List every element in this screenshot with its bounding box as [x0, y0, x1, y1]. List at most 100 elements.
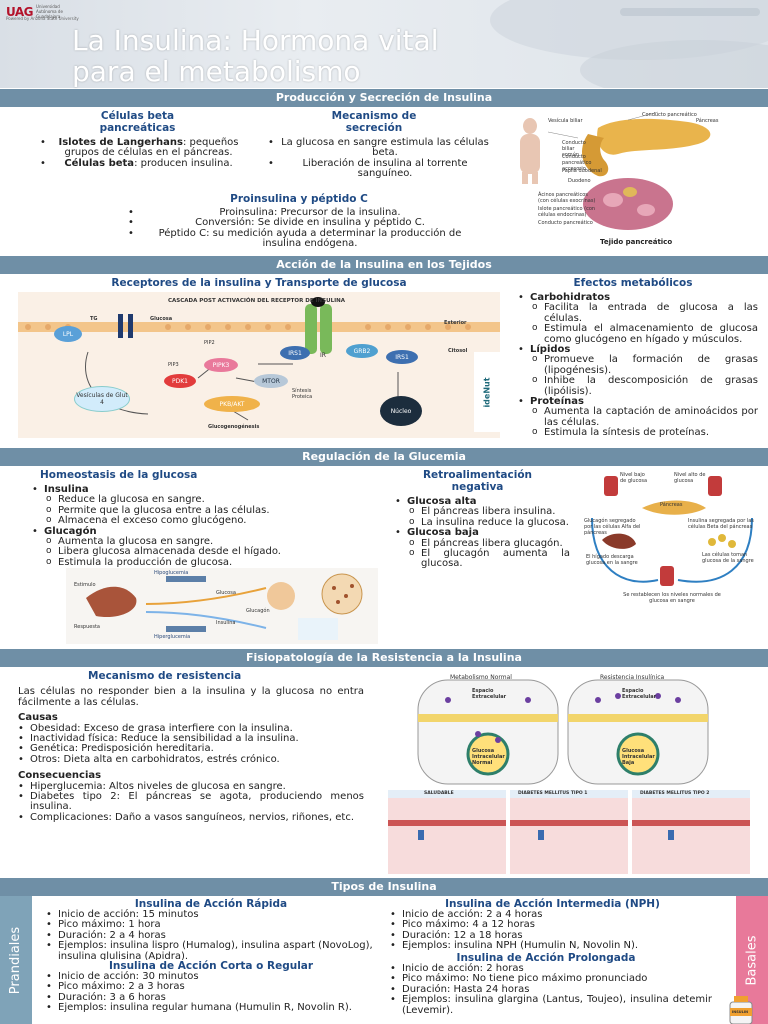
- regular-title: Insulina de Acción Corta o Regular: [108, 960, 314, 972]
- list-item: Almacena el exceso como glucógeno.: [22, 515, 372, 526]
- homeostasis-list: Insulina Reduce la glucosa en sangre. Pe…: [22, 484, 372, 569]
- label-type1: DIABETES MELLITUS TIPO 1: [518, 791, 588, 796]
- feedback-cycle-figure: Nivel bajo de glucosa Nivel alto de gluc…: [582, 468, 762, 610]
- logo-text: Universidad Autónoma de Guadalajara: [36, 4, 63, 19]
- list-item: Duración: 12 a 18 horas: [380, 930, 725, 942]
- list-item: Pico máximo: 2 a 3 horas: [36, 981, 386, 993]
- homeostasis-block: Homeostasis de la glucosa Insulina Reduc…: [22, 469, 372, 569]
- rapid-title: Insulina de Acción Rápida: [134, 898, 288, 910]
- section-band-resistance: Fisiopatología de la Resistencia a la In…: [0, 649, 768, 667]
- sub-list: Aumenta la glucosa en sangre. Libera glu…: [22, 536, 372, 568]
- header-background-graphic: [490, 0, 768, 88]
- label-beta-insulin: Insulina segregada por las células Beta …: [688, 518, 754, 530]
- long-acting-list: Inicio de acción: 2 horas Pico máximo: N…: [380, 963, 712, 1016]
- list-item: Obesidad: Exceso de grasa interfiere con…: [18, 723, 364, 735]
- item-text: : producen insulina.: [134, 157, 233, 169]
- fb-title-l2: negativa: [451, 481, 504, 493]
- list-item: Diabetes tipo 2: El páncreas se agota, p…: [18, 791, 364, 813]
- causes-list: Obesidad: Exceso de grasa interfiere con…: [18, 723, 364, 766]
- list-item: Aumenta la captación de aminoácidos por …: [508, 406, 758, 428]
- receptor-block: Receptores de la insulina y Transporte d…: [18, 277, 500, 441]
- prandial-side-tag: Prandiales: [0, 896, 32, 1024]
- insulin-vial-figure: INSULIN: [722, 996, 762, 1024]
- pancreas-illustration: [520, 111, 711, 230]
- item-text: : pequeños grupos de células en el páncr…: [64, 137, 239, 159]
- insulin-cascade-diagram: CASCADA POST ACTIVACIÓN DEL RECEPTOR DE …: [18, 292, 500, 438]
- beta-title-l1: Células beta: [100, 110, 175, 122]
- label-extracellular-1: Espacio Extracelular: [472, 688, 507, 700]
- resistance-graphic: [388, 679, 750, 874]
- resistance-intro: Las células no responder bien a la insul…: [18, 686, 364, 708]
- label-duct-2: Conducto pancreático: [538, 220, 593, 226]
- sub-list: El páncreas libera insulina. La insulina…: [385, 506, 570, 528]
- sec-title-l2: secreción: [345, 122, 403, 134]
- label-cells-uptake: Las células toman glucosa de la sangre: [702, 552, 754, 564]
- label-hypoglycemia: Hipoglucemia: [154, 570, 189, 576]
- label-liver-release: El hígado descarga glucosa en la sangre: [586, 554, 638, 566]
- node-glut4-vesicles: Vesículas de Glut 4: [74, 386, 130, 412]
- logo-mark: UAG: [6, 4, 34, 19]
- powered-by: Powered by Arizona State University: [6, 16, 79, 21]
- sub-list: Reduce la glucosa en sangre. Permite que…: [22, 494, 372, 526]
- effect-group-lipids: Lípidos Promueve la formación de grasas …: [508, 344, 758, 397]
- label-glucose-low: Glucosa Intracelular Baja: [622, 748, 655, 766]
- resistance-title: Mecanismo de resistencia: [88, 670, 242, 682]
- sub-list: El páncreas libera glucagón. El glucagón…: [385, 538, 570, 570]
- label-gallbladder: Vesícula biliar: [548, 118, 583, 124]
- metabolic-effects-block: Efectos metabólicos Carbohidratos Facili…: [508, 277, 758, 445]
- sub-list: Facilita la entrada de glucosa a las cél…: [508, 302, 758, 345]
- group-high-glucose: Glucosa alta El páncreas libera insulina…: [385, 496, 570, 528]
- label-islet: Islote pancreático (con células endocrin…: [538, 206, 596, 218]
- list-item: Inicio de acción: 2 a 4 horas: [380, 909, 725, 921]
- node-nucleus: Núcleo: [380, 396, 422, 426]
- label-protein-synthesis: Síntesis Proteica: [292, 388, 313, 400]
- label-normal-restored: Se restablecen los niveles normales de g…: [623, 592, 721, 604]
- list-item: Promueve la formación de grasas (lipogén…: [508, 354, 758, 376]
- list-item: Estimula el almacenamiento de glucosa co…: [508, 323, 758, 345]
- nph-title: Insulina de Acción Intermedia (NPH): [445, 898, 660, 910]
- label-pancreas: Páncreas: [696, 118, 719, 124]
- list-item: Inicio de acción: 2 horas: [380, 963, 712, 975]
- metabolic-effects-title: Efectos metabólicos: [573, 277, 693, 289]
- list-item: Proinsulina: Precursor de la insulina.: [118, 207, 480, 219]
- fb-title-l1: Retroalimentación: [422, 469, 533, 481]
- label-duodenum: Duodeno: [568, 178, 591, 184]
- beta-title-l2: pancreáticas: [99, 122, 176, 134]
- resistance-figure: Metabolismo Normal Resistencia Insulínic…: [388, 670, 764, 876]
- prandial-label: Prandiales: [8, 926, 24, 994]
- group-glucagon: Glucagón Aumenta la glucosa en sangre. L…: [22, 526, 372, 569]
- list-item: El páncreas libera glucagón.: [385, 538, 570, 549]
- list-item: Reduce la glucosa en sangre.: [22, 494, 372, 505]
- effect-group-proteins: Proteínas Aumenta la captación de aminoá…: [508, 396, 758, 439]
- list-item: Genética: Predisposición hereditaria.: [18, 743, 364, 755]
- list-item: Ejemplos: insulina lispro (Humalog), ins…: [36, 941, 386, 960]
- homeostasis-diagram: Hipoglucemia Hiperglucemia Glucosa Insul…: [66, 568, 378, 644]
- rapid-list: Inicio de acción: 15 minutos Pico máximo…: [36, 909, 386, 960]
- list-item: Inactividad física: Reduce la sensibilid…: [18, 733, 364, 745]
- sec-title-l1: Mecanismo de: [331, 110, 417, 122]
- group-name: Glucosa alta: [407, 496, 477, 507]
- label-duodenal-papilla: Papila duodenal: [562, 168, 602, 174]
- list-item: Pico máximo: No tiene pico máximo pronun…: [380, 973, 712, 985]
- label-exterior: Exterior: [444, 320, 467, 326]
- university-logo: UAG Universidad Autónoma de Guadalajara: [6, 4, 76, 19]
- list-item: Ejemplos: insulina glargina (Lantus, Tou…: [380, 995, 712, 1016]
- idenut-text: ideNut: [482, 376, 492, 408]
- list-item: Estimula la síntesis de proteínas.: [508, 427, 758, 438]
- label-hyperglycemia: Hiperglucemia: [154, 634, 191, 640]
- list-item: Ejemplos: insulina NPH (Humulin N, Novol…: [380, 940, 725, 950]
- label-insulin-resistance: Resistencia Insulínica: [600, 674, 665, 681]
- node-pipk3: PIPK3: [204, 358, 238, 372]
- list-item: Pico máximo: 4 a 12 horas: [380, 919, 725, 931]
- list-item: Duración: 3 a 6 horas: [36, 992, 386, 1004]
- item-bold: Células beta: [64, 157, 135, 169]
- label-glucose-normal: Glucosa Intracelular Normal: [472, 748, 505, 766]
- list-item: La insulina reduce la glucosa.: [385, 517, 570, 528]
- list-item: El glucagón aumenta la glucosa.: [385, 548, 570, 570]
- pancreatic-tissue-caption: Tejido pancreático: [600, 238, 673, 246]
